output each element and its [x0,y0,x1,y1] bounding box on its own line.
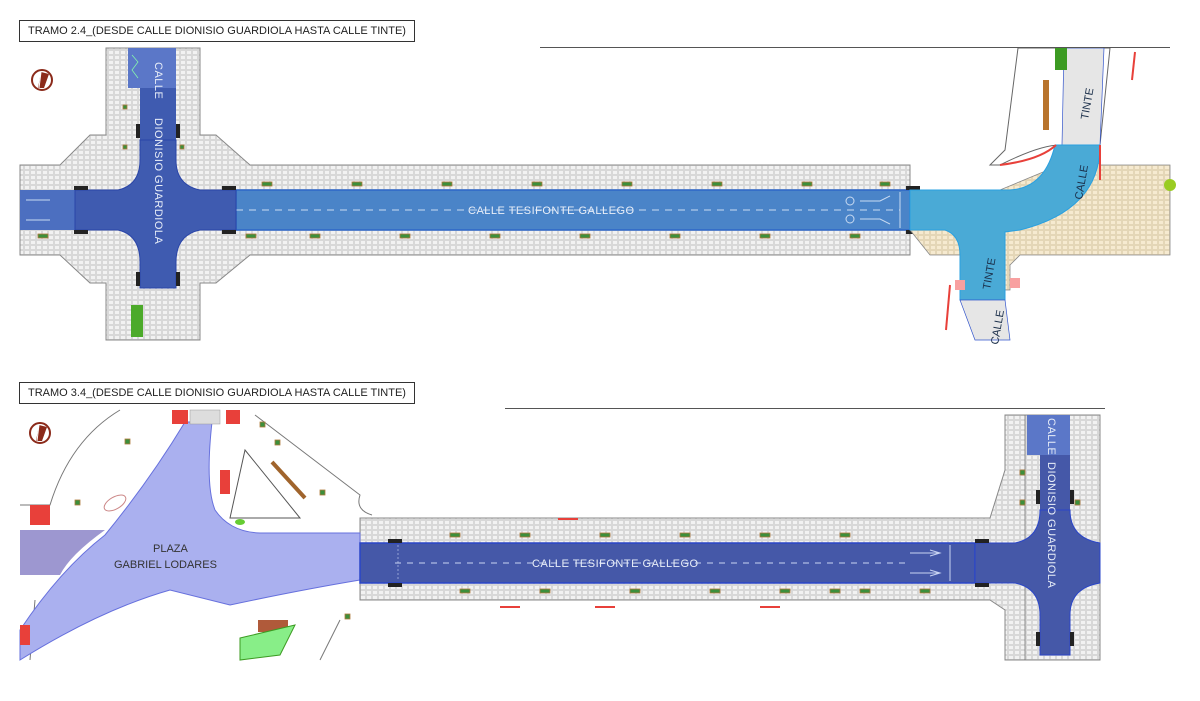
north-arrow-icon [31,69,53,91]
red-bollards [20,410,240,645]
label-tesifonte-gallego: CALLE TESIFONTE GALLEGO [468,205,635,217]
red-markings [500,518,780,608]
tree-pits [74,421,1081,620]
label-tinte-upper: TINTE [1079,87,1096,120]
calle-tinte-junction [909,47,1176,341]
label-tinte-lower: TINTE [981,257,998,290]
panel-tramo-2-4: TRAMO 2.4_(DESDE CALLE DIONISIO GUARDIOL… [19,20,1176,346]
road-markings [845,192,901,228]
north-arrow-icon [29,422,51,444]
label-gabriel-lodares: GABRIEL LODARES [114,559,217,571]
tree-pits [37,104,891,239]
bench [270,460,307,500]
sidewalk-paving [359,414,1101,661]
traffic-island [229,448,302,519]
green-area [131,305,143,337]
label-calle-tinte-lower: CALLE [989,309,1007,345]
pedestrian-crossings [388,490,1074,646]
street-plan-tramo-2-4: CALLE DIONISIO GUARDIOLA [19,47,1176,346]
title-rule [540,47,1170,48]
title-rule [505,408,1105,409]
label-dionisio-guardiola: DIONISIO GUARDIOLA [152,118,164,245]
road-markings [910,545,951,581]
label-dionisio-guardiola: DIONISIO GUARDIOLA [1045,462,1057,589]
panel-title: TRAMO 2.4_(DESDE CALLE DIONISIO GUARDIOL… [19,20,415,42]
label-calle: CALLE [1045,418,1057,455]
plaza-boundary [20,409,121,506]
panel-tramo-3-4: TRAMO 3.4_(DESDE CALLE DIONISIO GUARDIOL… [0,370,1200,670]
label-calle-tinte-upper: CALLE [1073,164,1091,200]
panel-title: TRAMO 3.4_(DESDE CALLE DIONISIO GUARDIOL… [19,382,415,404]
street-plan-tramo-3-4: PLAZA GABRIEL LODARES CALLE TESIFONTE GA… [19,409,1101,661]
label-plaza: PLAZA [153,543,189,555]
main-street-roadway [359,542,976,584]
label-calle: CALLE [152,62,164,99]
dionisio-guardiola-intersection [974,415,1101,656]
label-tesifonte-gallego: CALLE TESIFONTE GALLEGO [532,558,699,570]
plaza-gabriel-lodares [19,421,361,661]
